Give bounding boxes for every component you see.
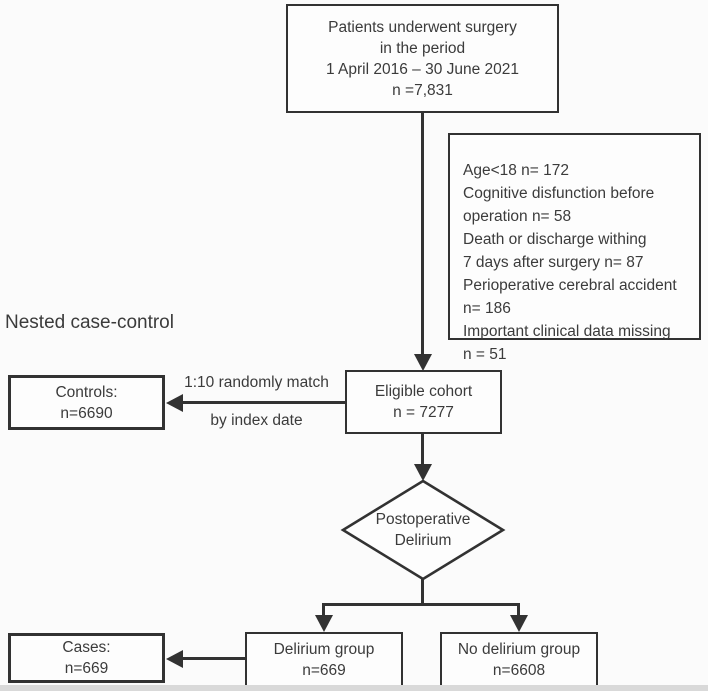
cases-box-text: Cases: n=669 <box>62 639 111 677</box>
exclusion-box-text: Age<18 n= 172 Cognitive disfunction befo… <box>463 162 677 363</box>
no-delirium-group-box: No delirium group n=6608 <box>440 632 598 687</box>
decision-diamond-text: Postoperative Delirium <box>375 511 471 549</box>
arrowhead-down-icon <box>414 464 432 481</box>
bottom-edge-strip <box>0 685 708 691</box>
eligible-cohort-box-text: Eligible cohort n = 7277 <box>374 383 473 421</box>
nested-case-control-label: Nested case-control <box>5 312 174 333</box>
controls-box-text: Controls: n=6690 <box>55 383 118 422</box>
controls-box: Controls: n=6690 <box>8 375 165 430</box>
surgery-box-text: Patients underwent surgery in the period… <box>325 18 520 99</box>
connector-decision-branch-stem <box>421 578 424 606</box>
cases-box: Cases: n=669 <box>8 633 165 683</box>
delirium-group-box-text: Delirium group n=669 <box>273 640 375 679</box>
match-label-bottom: by index date <box>210 412 303 429</box>
connector-match-line <box>180 401 345 404</box>
arrowhead-left-icon <box>166 394 183 412</box>
connector-eligible-decision-line <box>421 434 424 466</box>
match-label-top: 1:10 randomly match <box>184 374 329 391</box>
arrowhead-down-icon <box>414 354 432 371</box>
arrowhead-left-icon <box>166 650 183 668</box>
arrowhead-down-icon <box>315 615 333 632</box>
eligible-cohort-box: Eligible cohort n = 7277 <box>345 370 502 434</box>
branch-horizontal-line <box>322 603 520 606</box>
connector-surgery-eligible-line <box>421 113 424 355</box>
no-delirium-group-box-text: No delirium group n=6608 <box>457 640 581 679</box>
exclusion-box: Age<18 n= 172 Cognitive disfunction befo… <box>448 133 701 363</box>
connector-branch-delirium-line <box>322 603 325 617</box>
surgery-box: Patients underwent surgery in the period… <box>286 4 559 113</box>
connector-delirium-cases-line <box>180 657 245 660</box>
arrowhead-down-icon <box>510 615 528 632</box>
delirium-group-box: Delirium group n=669 <box>245 632 403 687</box>
connector-branch-nodelirium-line <box>517 603 520 617</box>
